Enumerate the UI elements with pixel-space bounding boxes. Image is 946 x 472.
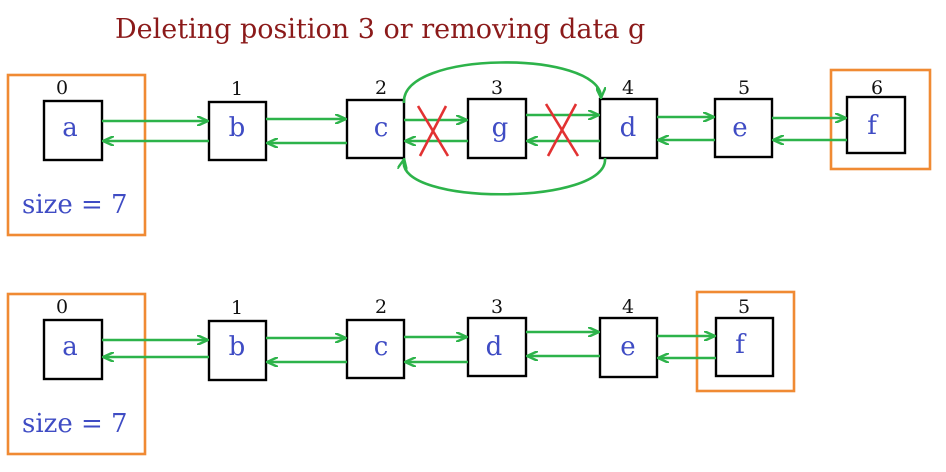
node-value: b — [229, 332, 246, 362]
node-index: 3 — [491, 77, 503, 99]
node-index: 2 — [375, 77, 387, 99]
node-f: 5 f — [714, 296, 775, 378]
node-e: 4 e — [598, 296, 659, 379]
node-d: 3 d — [466, 296, 528, 378]
node-value: g — [492, 113, 509, 143]
node-d: 4 d — [598, 77, 659, 160]
node-value: e — [620, 332, 635, 362]
tail-frame — [829, 68, 932, 171]
after-list: 0 a 1 b 2 c 3 d 4 e 5 f — [6, 290, 796, 456]
node-e: 5 e — [713, 77, 774, 159]
node-a: 0 a — [42, 77, 104, 162]
node-a: 0 a — [42, 296, 104, 381]
node-index: 1 — [231, 297, 243, 319]
node-index: 4 — [622, 296, 634, 318]
size-label: size = 7 — [22, 409, 128, 439]
node-index: 3 — [491, 296, 503, 318]
node-value: c — [374, 332, 389, 362]
diagram-title: Deleting position 3 or removing data g — [115, 14, 645, 45]
node-index: 1 — [231, 78, 243, 100]
node-value: f — [867, 111, 879, 141]
node-value: a — [62, 332, 78, 362]
node-index: 0 — [56, 296, 68, 318]
node-value: c — [374, 113, 389, 143]
size-label: size = 7 — [22, 190, 128, 220]
cross-mark-left — [416, 105, 450, 157]
tail-frame — [695, 290, 796, 393]
node-g-deleted: 3 g — [466, 77, 528, 160]
bypass-prev-arrow — [404, 158, 607, 196]
head-frame — [6, 73, 147, 237]
bypass-next-arrow — [402, 61, 601, 104]
node-f: 6 f — [845, 77, 907, 155]
node-index: 6 — [871, 77, 883, 99]
links-after — [102, 332, 716, 362]
links-before — [102, 115, 847, 143]
node-value: f — [735, 330, 747, 360]
cross-mark-right — [544, 103, 580, 157]
node-index: 2 — [375, 296, 387, 318]
node-c: 2 c — [345, 296, 406, 380]
node-c: 2 c — [345, 77, 406, 160]
node-index: 0 — [56, 77, 68, 99]
node-index: 5 — [738, 296, 750, 318]
node-value: a — [62, 113, 78, 143]
head-frame — [6, 292, 147, 456]
node-b: 1 b — [207, 297, 268, 382]
before-list: 0 a 1 b 2 c 3 g 4 d 5 e — [6, 61, 932, 237]
node-value: e — [732, 113, 747, 143]
node-index: 5 — [738, 77, 750, 99]
node-value: d — [620, 113, 637, 143]
node-value: b — [229, 113, 246, 143]
node-index: 4 — [622, 77, 634, 99]
node-value: d — [486, 332, 503, 362]
node-b: 1 b — [207, 78, 268, 162]
